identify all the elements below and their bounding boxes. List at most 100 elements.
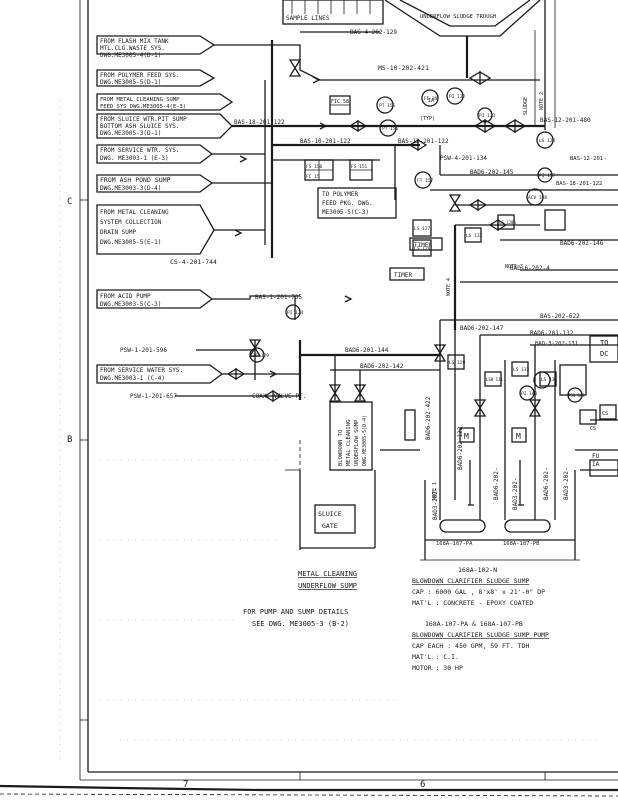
line-label-bas18-right: BAS-18-201-122 bbox=[556, 181, 602, 187]
timer-label-1: TIMER bbox=[414, 242, 432, 249]
callout-sluice-line1: FROM SLUICE WTR.PIT SUMP bbox=[100, 116, 187, 123]
timer-label-2: TIMER bbox=[394, 272, 412, 279]
tag-ls124: LS 124 bbox=[539, 138, 556, 144]
line-label-bad-146: BAD6-202-146 bbox=[560, 240, 604, 247]
tag-cs: CS bbox=[602, 411, 608, 417]
zone-number-6: 6 bbox=[420, 780, 425, 790]
tag-pi160: PI 160 bbox=[521, 391, 538, 397]
tag-ls132: LS 132 bbox=[513, 367, 530, 373]
tag-ls128a: LS 128A bbox=[499, 220, 516, 225]
callout-drain-sump-line1: FROM METAL CLEANING bbox=[100, 209, 169, 216]
callout-sluice-line2: BOTTOM ASH SLUICE SYS. bbox=[100, 123, 179, 130]
tag-fs156: FS 156 bbox=[306, 164, 323, 170]
vertical-box-line1: BLOWDOWN TO bbox=[338, 430, 344, 466]
callout-flash-mix-line3: DWG.ME3005-4(D-1) bbox=[100, 52, 161, 59]
callout-polymer-line1: FROM POLYMER FEED SYS. bbox=[100, 72, 179, 79]
tag-pi122: PI 122 bbox=[449, 94, 466, 100]
line-label-cs4: CS-4-201-744 bbox=[170, 258, 217, 266]
callout-acid-pump-line1: FROM ACID PUMP bbox=[100, 293, 151, 300]
note-pump-sump-details-line2: SEE DWG. ME3005-3 (B-2) bbox=[252, 620, 349, 628]
coax-valve-label: COAX. VALVE PT. bbox=[252, 393, 306, 400]
line-label-psw-top: PSW-1-201-596 bbox=[120, 347, 167, 354]
pump-b-label: 168A-107-PB bbox=[503, 541, 540, 547]
callout-ash-pond-line1: FROM ASH POND SUMP bbox=[100, 176, 171, 184]
callout-polymer-line2: DWG.ME3005-5(D-1) bbox=[100, 79, 161, 86]
note-sump-title: BLOWDOWN CLARIFIER SLUDGE SUMP bbox=[412, 577, 529, 585]
sludge-label: SLUDGE bbox=[523, 97, 529, 115]
valve-symbols bbox=[226, 59, 542, 417]
motor-m-2: M bbox=[516, 432, 521, 441]
line-label-bad-v2: BAD6-202-122 bbox=[457, 426, 464, 470]
line-label-bad-v5: BAD3-202- bbox=[512, 477, 519, 510]
callout-metal-sump-line1: FROM METAL CLEANING SUMP bbox=[100, 97, 180, 103]
tag-ls129: LS 129 bbox=[449, 360, 466, 366]
note-metal-cleaning-sump-line1: METAL CLEANING bbox=[298, 570, 357, 578]
tag-ls133: LS 133 bbox=[466, 233, 483, 239]
line-label-bas12-right: BAS-12-201- bbox=[570, 156, 606, 162]
tag-pi124: PI 124 bbox=[287, 310, 304, 316]
line-label-bad3-131: BAD-3-202-131 bbox=[535, 341, 578, 347]
zone-number-7: 7 bbox=[183, 780, 188, 790]
tag-ls127: LS 127 bbox=[414, 226, 431, 232]
to-polymer-line1: TO POLYMER bbox=[322, 191, 359, 198]
note-2-label: NOTE 2 bbox=[539, 92, 545, 110]
line-label-bad-v3: BAD3-202- bbox=[432, 487, 439, 520]
vertical-box-line4: DWG.ME3005-5(D-4) bbox=[362, 415, 368, 466]
callout-ash-pond-line2: DWG.ME3003-3(D-4) bbox=[100, 185, 161, 192]
callout-service-water2-line2: DWG.ME3003-1 (C-4) bbox=[100, 375, 165, 382]
line-label-bad-v1: BAD6-202-422 bbox=[425, 396, 432, 440]
line-label-bas-622: BAS-202-622 bbox=[540, 313, 580, 320]
clarifier-top-structure bbox=[282, 0, 556, 130]
line-label-ms: MS-10-202-421 bbox=[378, 64, 429, 72]
tag-ls134: LS 134 bbox=[541, 377, 558, 383]
line-label-bad-144: BAD6-201-144 bbox=[345, 347, 389, 354]
typ-label: (TYP) bbox=[420, 116, 435, 122]
callout-acid-pump-line2: DWG.ME3003-5(C-3) bbox=[100, 301, 161, 308]
note-pump-motor: MOTOR : 30 HP bbox=[412, 664, 463, 672]
note-pump-cap: CAP EACH : 450 GPM, 59 FT. TDH bbox=[412, 642, 529, 650]
line-label-bas12: BAS-12-201-122 bbox=[398, 138, 449, 145]
underflow-trough-label: UNDERFLOW SLUDGE TROUGH bbox=[420, 14, 496, 20]
line-label-bad-v6: BAD6-202- bbox=[543, 467, 550, 500]
note-sump-tag: 168A-102-N bbox=[458, 566, 497, 574]
pump-a-label: 168A-107-PA bbox=[436, 541, 473, 547]
sluice-gate-line2: GATE bbox=[322, 522, 338, 530]
tag-pi157: PI 157 bbox=[539, 173, 556, 179]
line-label-bas18: BAS-18-201-122 bbox=[234, 119, 285, 126]
tag-acv158: ACV 158 bbox=[528, 195, 547, 201]
line-label-psw-bot: PSW-1-201-657 bbox=[130, 393, 177, 400]
flow-arrows bbox=[234, 76, 353, 378]
zone-letter-c: C bbox=[67, 197, 72, 207]
line-label-psw: PSW-4-201-134 bbox=[440, 155, 487, 162]
note-1-label: NOTE 1 bbox=[432, 482, 438, 500]
line-label-bad-v4: BAD6-202- bbox=[493, 467, 500, 500]
callout-service-wtr-line1: FROM SERVICE WTR. SYS. bbox=[100, 147, 179, 154]
callout-flash-mix-line2: MTL.CLG.WASTE SYS. bbox=[100, 45, 165, 52]
line-label-bas-top: BAS-4-202-129 bbox=[350, 29, 397, 36]
motor-m-1: M bbox=[464, 432, 469, 441]
tag-pt156: PT 156 bbox=[382, 126, 399, 132]
note-3-label: NOTE 3 bbox=[505, 264, 523, 270]
tag-fe38: FE 38 bbox=[424, 96, 438, 102]
fu-label-1: FU bbox=[592, 453, 600, 460]
note-pump-sump-details-line1: FOR PUMP AND SUMP DETAILS bbox=[243, 608, 348, 616]
line-label-bad-4: BAD-6-202-4 bbox=[510, 265, 550, 272]
line-label-bas-acid: BAS-1-201-735 bbox=[255, 294, 302, 301]
line-label-bad-v7: BAD3-202- bbox=[563, 467, 570, 500]
tag-pt155: PT 155 bbox=[379, 103, 396, 109]
tag-ft157: FT 157 bbox=[417, 178, 434, 184]
tag-fs151: FS 151 bbox=[351, 164, 368, 170]
ia-label: IA bbox=[428, 98, 434, 104]
callout-flash-mix-line1: FROM FLASH MIX TANK bbox=[100, 38, 169, 45]
line-label-bas10: BAS-10-201-122 bbox=[300, 138, 351, 145]
tag-fc15: FC 15 bbox=[306, 174, 320, 180]
vertical-box-line3: UNDERFLOW SUMP bbox=[354, 419, 360, 466]
note-metal-cleaning-sump-line2: UNDERFLOW SUMP bbox=[298, 582, 357, 590]
note-pump-matl: MAT'L : C.I. bbox=[412, 653, 459, 661]
vertical-box-line2: METAL CLEANING bbox=[346, 420, 352, 466]
to-right-label-1: TO bbox=[600, 339, 608, 347]
line-label-bad-145: BAD6-202-145 bbox=[470, 169, 514, 176]
callout-metal-sump-line2: FEED SYS DWG.ME3005-4(E-3) bbox=[100, 104, 186, 110]
